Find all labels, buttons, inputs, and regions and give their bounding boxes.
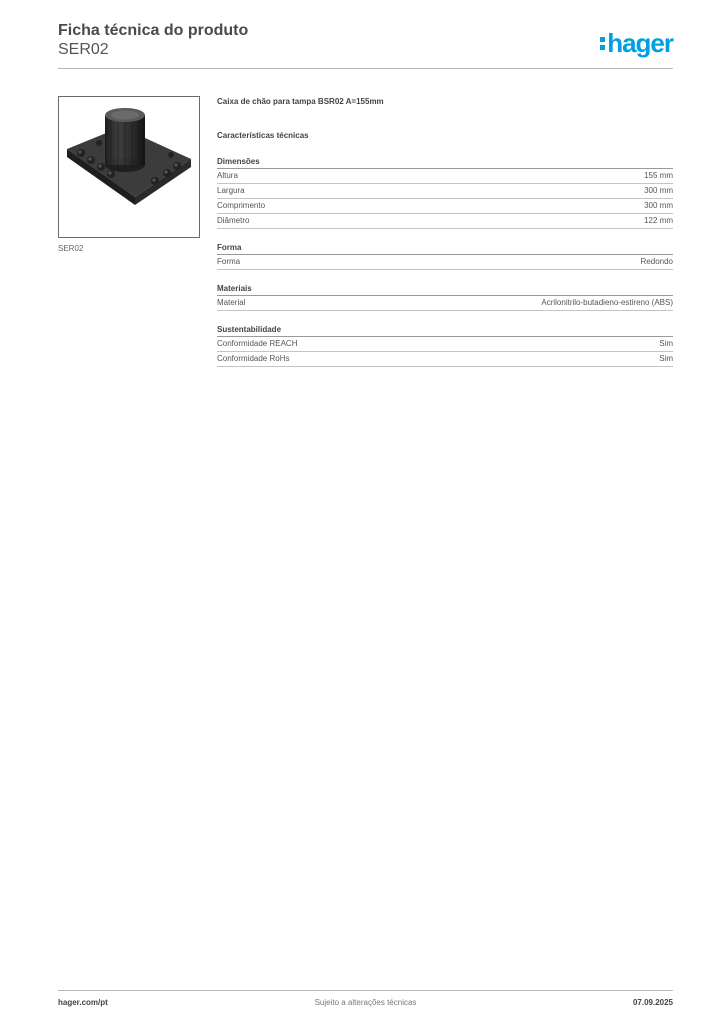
footer-notice: Sujeito a alterações técnicas xyxy=(314,998,417,1007)
spec-label: Conformidade RoHs xyxy=(217,354,290,363)
spec-value: Redondo xyxy=(640,257,673,266)
spec-row: Material Acrilonitrilo-butadieno-estiren… xyxy=(217,296,673,311)
page-footer: hager.com/pt Sujeito a alterações técnic… xyxy=(58,998,673,1010)
spec-row: Conformidade REACH Sim xyxy=(217,337,673,352)
section-materials: Materiais Material Acrilonitrilo-butadie… xyxy=(217,283,673,311)
section-title: Dimensões xyxy=(217,156,673,169)
section-dimensions: Dimensões Altura 155 mm Largura 300 mm C… xyxy=(217,156,673,229)
spec-label: Largura xyxy=(217,186,245,195)
footer-website: hager.com/pt xyxy=(58,998,108,1007)
spec-row: Conformidade RoHs Sim xyxy=(217,352,673,367)
spec-row: Largura 300 mm xyxy=(217,184,673,199)
logo-wordmark: hager xyxy=(607,28,674,58)
spec-label: Comprimento xyxy=(217,201,266,210)
spec-row: Comprimento 300 mm xyxy=(217,199,673,214)
spec-row: Forma Redondo xyxy=(217,255,673,270)
product-image-caption: SER02 xyxy=(58,244,84,253)
product-name: Caixa de chão para tampa BSR02 A=155mm xyxy=(217,97,384,106)
spec-label: Material xyxy=(217,298,246,307)
document-title: Ficha técnica do produto xyxy=(58,22,249,39)
header-divider xyxy=(58,68,673,69)
logo-mark-icon xyxy=(600,34,606,54)
product-image xyxy=(58,96,200,238)
spec-row: Diâmetro 122 mm xyxy=(217,214,673,229)
section-shape: Forma Forma Redondo xyxy=(217,242,673,270)
spec-value: Acrilonitrilo-butadieno-estireno (ABS) xyxy=(541,298,673,307)
spec-label: Conformidade REACH xyxy=(217,339,298,348)
section-title: Sustentabilidade xyxy=(217,324,673,337)
section-title: Materiais xyxy=(217,283,673,296)
section-title: Forma xyxy=(217,242,673,255)
product-reference: SER02 xyxy=(58,41,109,58)
section-sustainability: Sustentabilidade Conformidade REACH Sim … xyxy=(217,324,673,367)
spec-label: Altura xyxy=(217,171,238,180)
footer-date: 07.09.2025 xyxy=(632,998,673,1007)
hager-logo: hager xyxy=(600,28,674,59)
spec-value: Sim xyxy=(659,339,673,348)
technical-characteristics-heading: Características técnicas xyxy=(217,131,309,140)
spec-value: 122 mm xyxy=(644,216,673,225)
spec-value: 300 mm xyxy=(644,201,673,210)
floor-box-illustration xyxy=(67,108,191,205)
spec-value: 155 mm xyxy=(644,171,673,180)
spec-value: 300 mm xyxy=(644,186,673,195)
spec-label: Forma xyxy=(217,257,241,266)
product-details: Caixa de chão para tampa BSR02 A=155mm C… xyxy=(217,96,673,367)
spec-label: Diâmetro xyxy=(217,216,250,225)
page-header: Ficha técnica do produto SER02 hager xyxy=(58,22,674,60)
spec-row: Altura 155 mm xyxy=(217,169,673,184)
footer-divider xyxy=(58,990,673,991)
spec-value: Sim xyxy=(659,354,673,363)
